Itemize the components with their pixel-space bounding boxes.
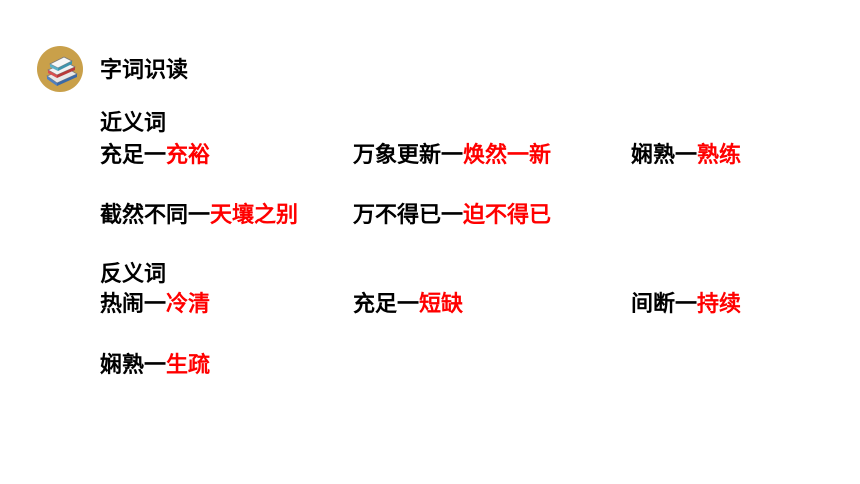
pair-answer: 短缺 (419, 292, 464, 317)
pair-word: 间断一 (631, 292, 698, 317)
pair-answer: 迫不得已 (463, 203, 552, 228)
pair-answer: 冷清 (166, 292, 211, 317)
antonym-pair: 充足一短缺 (353, 290, 463, 320)
antonym-pair: 间断一持续 (631, 290, 741, 320)
pair-word: 充足一 (353, 292, 420, 317)
books-icon-graphic (46, 56, 78, 86)
antonym-pair: 娴熟一生疏 (100, 351, 210, 381)
pair-word: 万不得已一 (353, 203, 464, 228)
pair-answer: 天壤之别 (210, 203, 299, 228)
pair-answer: 生疏 (166, 353, 211, 378)
pair-answer: 焕然一新 (463, 143, 552, 168)
pair-answer: 熟练 (697, 143, 742, 168)
pair-word: 娴熟一 (100, 353, 167, 378)
synonyms-label: 近义词 (100, 111, 167, 136)
pair-answer: 充裕 (166, 143, 211, 168)
pair-word: 热闹一 (100, 292, 167, 317)
synonym-pair: 截然不同一天壤之别 (100, 201, 298, 231)
page-title: 字词识读 (100, 58, 189, 83)
pair-answer: 持续 (697, 292, 742, 317)
synonym-pair: 万象更新一焕然一新 (353, 141, 551, 171)
antonym-pair: 热闹一冷清 (100, 290, 210, 320)
synonym-pair: 万不得已一迫不得已 (353, 201, 551, 231)
pair-word: 万象更新一 (353, 143, 464, 168)
synonym-pair: 充足一充裕 (100, 141, 210, 171)
pair-word: 截然不同一 (100, 203, 211, 228)
books-icon (37, 46, 83, 92)
pair-word: 娴熟一 (631, 143, 698, 168)
pair-word: 充足一 (100, 143, 167, 168)
synonym-pair: 娴熟一熟练 (631, 141, 741, 171)
antonyms-label: 反义词 (100, 262, 167, 287)
